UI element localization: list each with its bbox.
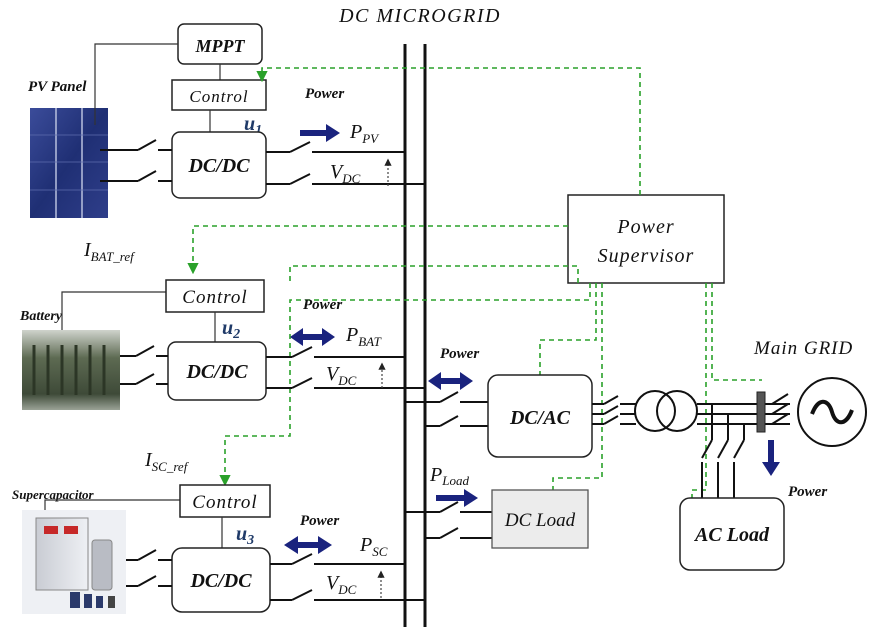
battery-label: Battery <box>19 309 63 324</box>
battery-dcdc-label: DC/DC <box>185 361 248 383</box>
dc-load-label: DC Load <box>504 510 576 531</box>
mppt-label: MPPT <box>195 36 246 56</box>
battery-image <box>22 330 120 410</box>
dc-load-p-label: PLoad <box>429 464 469 488</box>
pv-section: PV Panel MPPT Control u1 DC/DC <box>28 24 425 218</box>
ac-load-label: AC Load <box>693 524 770 546</box>
pv-panel-label: PV Panel <box>28 79 87 95</box>
battery-power-arrow <box>290 328 335 346</box>
diagram-title: DC MICROGRID <box>338 5 501 27</box>
main-grid-label: Main GRID <box>753 338 853 359</box>
pv-power-label: Power <box>305 86 344 102</box>
supervisor-line1: Power <box>616 216 674 238</box>
supercap-ref-label: ISC_ref <box>144 449 190 474</box>
pv-vdc-label: VDC <box>330 161 361 186</box>
supercap-power-label: Power <box>300 513 339 529</box>
battery-ref-label: IBAT_ref <box>83 239 136 264</box>
inverter-power-label: Power <box>440 346 479 362</box>
inverter-label: DC/AC <box>509 407 571 429</box>
supervisor-line2: Supervisor <box>598 245 695 267</box>
supercap-vdc-label: VDC <box>326 572 357 597</box>
inverter-section: Power DC/AC <box>405 346 790 457</box>
supercap-p-label: PSC <box>359 534 388 559</box>
inverter-output-switches <box>592 396 636 424</box>
grid-power-label: Power <box>788 484 827 500</box>
battery-p-label: PBAT <box>345 324 382 349</box>
pv-panel-image <box>30 108 108 218</box>
battery-u-label: u2 <box>222 317 240 342</box>
supercap-section: ISC_ref Supercapacitor Control u3 DC/DC <box>12 449 425 614</box>
battery-control-label: Control <box>182 287 247 308</box>
pv-power-arrow <box>300 124 340 142</box>
power-supervisor: Power Supervisor <box>568 195 724 283</box>
dc-load-section: PLoad DC Load <box>405 464 588 548</box>
pv-control-label: Control <box>189 87 248 106</box>
battery-power-label: Power <box>303 297 342 313</box>
dc-load-power-arrow <box>436 489 478 507</box>
battery-section: IBAT_ref Battery Control u2 DC/DC <box>19 239 425 410</box>
ac-load-section: AC Load <box>680 404 784 570</box>
supercap-power-arrow <box>284 536 332 554</box>
supercap-dcdc-label: DC/DC <box>189 570 252 592</box>
grid-breaker <box>757 392 765 432</box>
supercap-input-switches <box>126 550 172 586</box>
pv-dcdc-label: DC/DC <box>187 155 250 177</box>
pv-p-label: PPV <box>349 121 380 146</box>
main-grid-section: Main GRID Power <box>753 338 866 500</box>
battery-vdc-label: VDC <box>326 363 357 388</box>
battery-input-switches <box>120 346 168 384</box>
dc-bus <box>405 44 425 627</box>
pv-input-switches <box>100 140 172 181</box>
supercap-control-label: Control <box>192 492 257 513</box>
inverter-power-arrow <box>428 372 473 390</box>
supercap-u-label: u3 <box>236 523 254 548</box>
supervisor-box <box>568 195 724 283</box>
grid-power-arrow <box>762 440 780 476</box>
transformer-icon <box>635 391 697 431</box>
supercap-image <box>22 510 126 614</box>
